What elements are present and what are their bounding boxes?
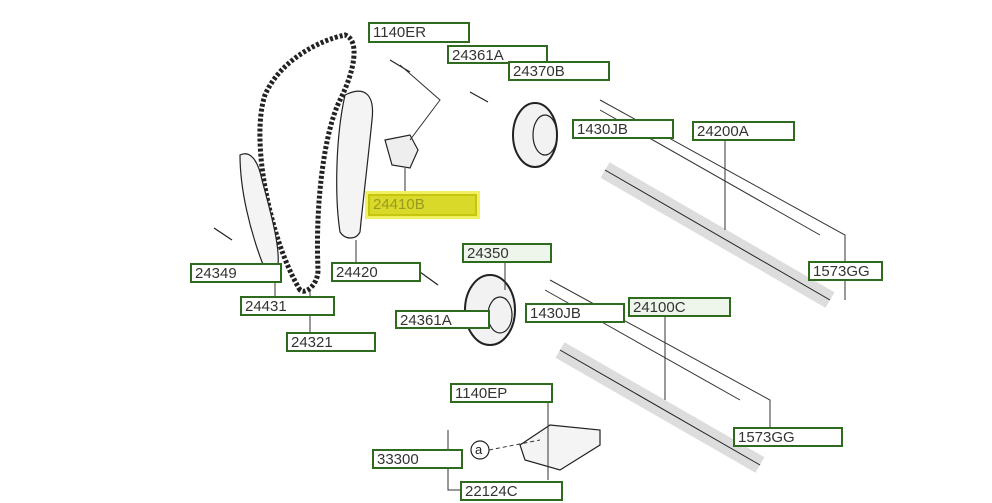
callout-33300[interactable]: 33300 [372,449,463,469]
callout-24431[interactable]: 24431 [240,296,335,316]
callout-24349[interactable]: 24349 [190,263,282,283]
callout-24200A[interactable]: 24200A [692,121,795,141]
exhaust-sprocket [512,102,558,168]
callout-24361A-lower[interactable]: 24361A [395,310,490,329]
timing-chain [257,32,357,294]
chain-guide [336,90,374,239]
tensioner-arm [239,153,279,270]
callout-24361A-upper[interactable]: 24361A [447,45,548,64]
callout-1430JB-upper[interactable]: 1430JB [572,119,674,139]
reference-letter-a: a [475,442,483,457]
bolt-24349 [213,227,233,241]
callout-1140ER[interactable]: 1140ER [368,22,470,43]
bolt-24361A-top [469,91,489,103]
callout-1573GG-lower[interactable]: 1573GG [733,427,843,447]
bolt-1140ER [389,59,411,73]
callout-24370B[interactable]: 24370B [508,61,610,81]
callout-1573GG-upper[interactable]: 1573GG [808,261,883,281]
bolt-24361A-low [419,271,439,286]
callout-24350[interactable]: 24350 [462,243,552,263]
chain-tensioner [384,134,419,169]
callout-24100C[interactable]: 24100C [628,297,731,317]
callout-24420[interactable]: 24420 [331,262,421,282]
callout-24410B-highlighted[interactable]: 24410B [368,194,477,216]
callout-22124C[interactable]: 22124C [460,481,563,501]
callout-24321[interactable]: 24321 [286,332,376,352]
high-pressure-pump-bracket [519,424,601,471]
callout-1430JB-lower[interactable]: 1430JB [525,303,625,323]
callout-1140EP[interactable]: 1140EP [450,383,553,403]
